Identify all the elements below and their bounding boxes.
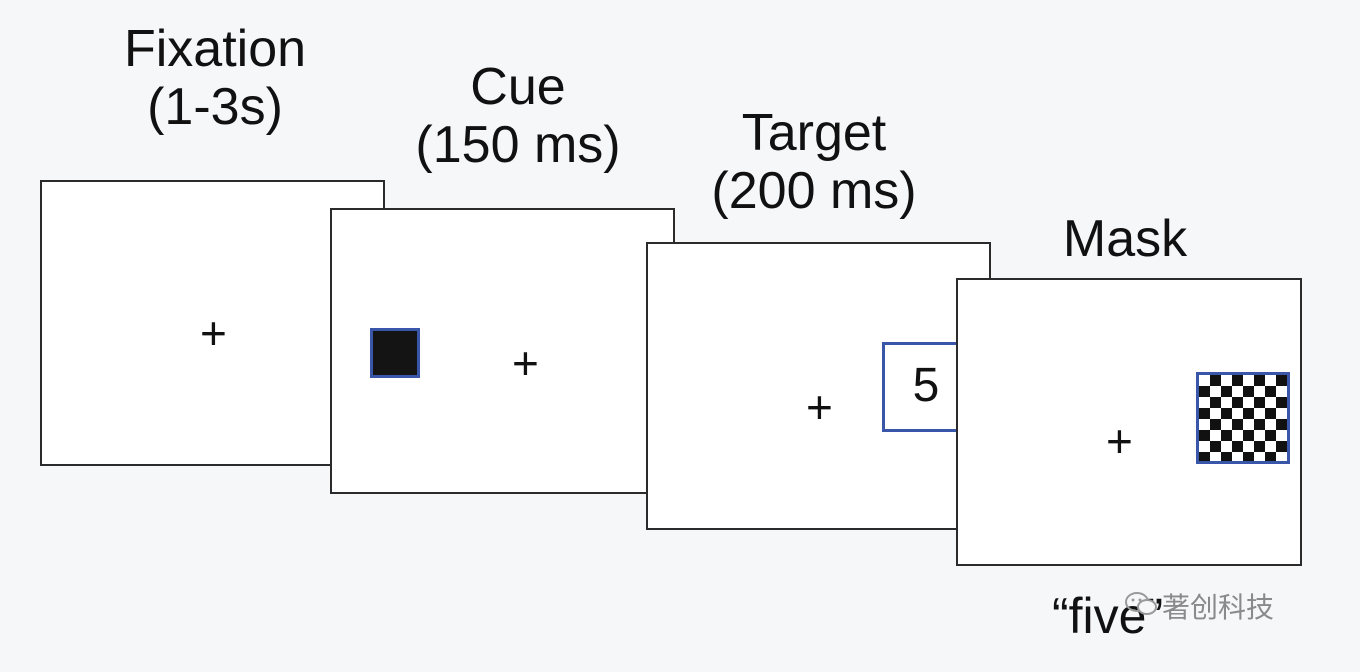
mask-frame: +	[956, 278, 1302, 566]
verbal-response: “five”	[1052, 588, 1164, 644]
stage-name: Fixation	[123, 20, 307, 78]
cue-square	[370, 328, 420, 378]
stage-name: Mask	[1062, 210, 1188, 268]
stage-name: Cue	[470, 58, 566, 116]
stage-name: Target	[741, 104, 887, 162]
checkerboard-mask	[1196, 372, 1290, 464]
fixation-cross: +	[200, 307, 227, 359]
stage-duration: (1-3s)	[147, 78, 283, 136]
wechat-icon	[1125, 592, 1157, 615]
cue-label: Cue (150 ms)	[388, 58, 648, 174]
target-digit-box: 5	[882, 342, 970, 432]
fixation-cross: +	[1106, 415, 1133, 467]
watermark-text: 著创科技	[1162, 592, 1275, 623]
fixation-cross: +	[512, 337, 539, 389]
fixation-label: Fixation (1-3s)	[100, 20, 330, 136]
fixation-cross: +	[806, 381, 833, 433]
target-frame: + 5	[646, 242, 991, 530]
fixation-frame: +	[40, 180, 385, 466]
stage-duration: (150 ms)	[415, 116, 621, 174]
cue-frame: +	[330, 208, 675, 494]
mask-label: Mask	[1020, 210, 1230, 268]
stage-duration: (200 ms)	[711, 162, 917, 220]
target-label: Target (200 ms)	[682, 104, 946, 220]
